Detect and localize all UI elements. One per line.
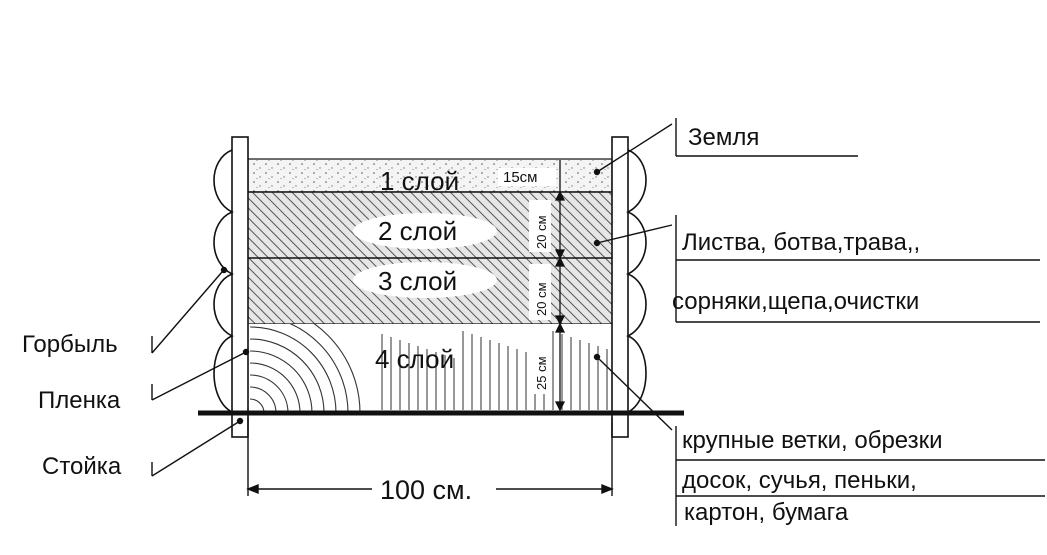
part-post-label: Стойка [42,453,122,480]
part-slab-label: Горбыль [22,331,118,358]
wood-ring [249,374,289,413]
dim-1-bg [529,336,551,394]
dim-layer-3: 20 см [534,215,549,249]
legend-leaves-line1: Листва, ботва,трава,, [682,229,920,256]
left-slab [213,149,234,413]
width-label: 100 см. [380,475,472,505]
layer-1-label: 4 слой [375,344,454,374]
layer-2-label-bg [353,262,497,298]
thickness-dimension [554,160,566,412]
dim-layer-4: 15см [503,169,538,186]
wood-ring [249,338,325,413]
right-post [611,136,629,438]
layer-3-label: 2 слой [378,216,457,246]
part-film-label: Пленка [38,387,121,414]
dim-layer-2: 20 см [534,282,549,316]
left-post [231,136,249,438]
dim-layer-1: 25 см [534,356,549,390]
legend-wood-line3: картон, бумага [684,499,849,526]
wood-ring [249,362,301,413]
dim-4-bg [498,168,556,186]
legend-wood-line2: досок, сучья, пеньки, [682,467,917,494]
right-leaders [593,118,1045,526]
legend-leaves-line2: сорняки,щепа,очистки [672,288,919,315]
legend-earth: Земля [688,124,759,151]
dim-3-bg [529,200,551,252]
left-leaders [151,266,250,477]
layer-1-wood [248,324,612,413]
layer-3-label-bg [353,213,497,249]
wood-ring [249,326,337,413]
width-dimension [246,418,614,496]
wood-ring [249,386,277,413]
legend-wood-line1: крупные ветки, обрезки [682,427,943,454]
wood-ring [313,324,361,413]
dim-2-bg [529,264,551,320]
layer-4-label: 1 слой [380,166,459,196]
layer-2-label: 3 слой [378,266,457,296]
wood-ring [249,350,313,413]
right-slab [626,149,647,413]
wood-ring [289,324,349,413]
